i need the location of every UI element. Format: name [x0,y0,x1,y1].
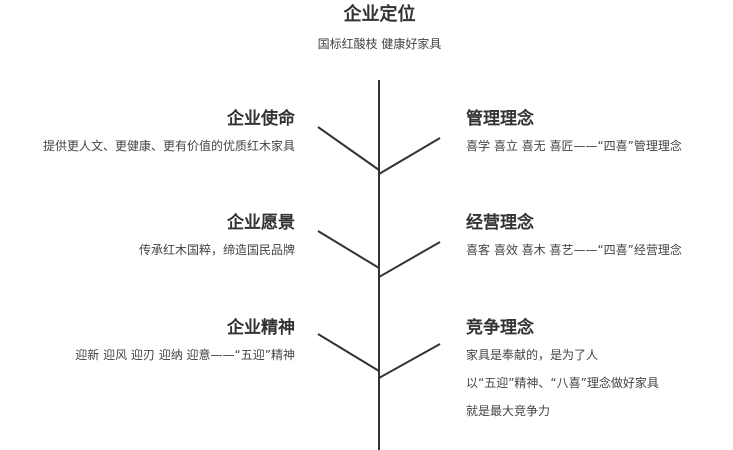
management-desc: 喜学 喜立 喜无 喜匠——“四喜”管理理念 [466,139,682,153]
page-title: 企业定位 [343,4,416,25]
mission-title: 企业使命 [227,109,295,129]
branch-right-2 [378,241,441,278]
competition-desc-2: 以“五迎”精神、“八喜”理念做好家具 [466,376,659,390]
competition-title: 竞争理念 [466,318,534,338]
competition-desc-1: 家具是奉献的，是为了人 [466,348,599,362]
branch-right-1 [378,137,441,175]
competition-desc-3: 就是最大竞争力 [466,404,551,418]
branch-left-1 [317,126,380,171]
mission-desc: 提供更人文、更健康、更有价值的优质红木家具 [42,139,295,153]
spirit-desc: 迎新 迎风 迎刃 迎纳 迎意——“五迎”精神 [75,348,295,362]
branch-left-3 [317,333,380,372]
branch-left-2 [317,230,380,269]
vision-desc: 传承红木国粹，缔造国民品牌 [138,243,295,257]
vision-title: 企业愿景 [227,213,295,233]
operation-title: 经营理念 [466,213,534,233]
management-title: 管理理念 [466,109,534,129]
operation-desc: 喜客 喜效 喜木 喜艺——“四喜”经营理念 [466,243,682,257]
page-subtitle: 国标红酸枝 健康好家具 [317,37,442,51]
spirit-title: 企业精神 [227,318,295,338]
branch-right-3 [378,343,441,379]
